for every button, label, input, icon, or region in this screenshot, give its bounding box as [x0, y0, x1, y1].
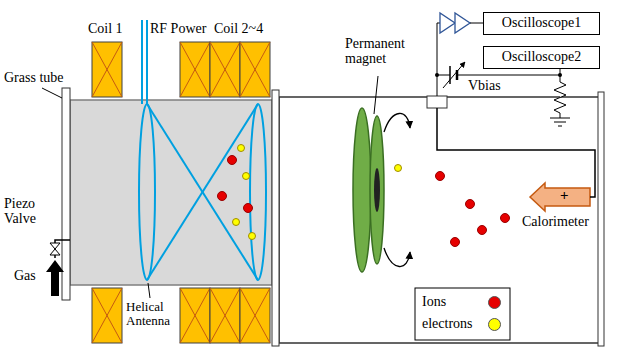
coil-cross: [180, 288, 210, 343]
coil: [210, 42, 240, 97]
coil-cross: [92, 42, 122, 97]
magnet-disc: [370, 116, 384, 264]
signal-wire: [470, 23, 483, 24]
part-label: Calorimeter: [522, 214, 589, 229]
part-label: Helical Antenna: [126, 300, 178, 329]
coil-label: Coil 2~4: [214, 21, 263, 36]
coil-cross: [240, 42, 270, 97]
part-label: Gas: [14, 268, 36, 283]
ion: [501, 214, 510, 223]
coil-cross: [180, 288, 210, 343]
ion: [244, 204, 253, 213]
ion: [228, 156, 237, 165]
coil: [92, 42, 122, 97]
gas-arrow: [46, 260, 64, 296]
antenna-strap: [147, 104, 258, 280]
coil-cross: [240, 288, 270, 343]
variable-arrow: [443, 62, 465, 88]
vacuum-chamber: [279, 97, 600, 343]
coil-cross: [210, 288, 240, 343]
rf-feed: [146, 20, 148, 104]
coil-cross: [210, 42, 240, 97]
battery-plate: [449, 66, 451, 84]
electron: [238, 145, 245, 152]
part-label: Piezo Valve: [4, 196, 48, 227]
coil-cross: [92, 288, 122, 343]
legend-frame: [415, 288, 510, 340]
coil-cross: [210, 288, 240, 343]
ion: [436, 172, 445, 181]
legend-text: electrons: [422, 316, 480, 332]
coil: [240, 42, 270, 97]
legend-entry: electrons: [422, 316, 501, 332]
electron: [243, 173, 250, 180]
coil-cross: [180, 42, 210, 97]
antenna-loop: [250, 104, 266, 280]
coil: [92, 288, 122, 343]
signal-name: Vbias: [468, 78, 501, 93]
ground-symbol: [550, 118, 570, 126]
probe-wire: [437, 108, 595, 197]
instrument-box: Oscilloscope2: [483, 46, 600, 69]
electron: [233, 219, 240, 226]
leader-line: [374, 76, 378, 114]
coil-label: Coil 1: [88, 21, 123, 36]
magnet-disc: [353, 108, 371, 272]
legend-text: Ions: [422, 294, 480, 310]
amplifier-symbol: [440, 13, 455, 33]
deflection-arrow: [384, 248, 410, 267]
instrument-name: Oscilloscope2: [502, 49, 581, 65]
legend-swatch: [488, 296, 501, 309]
leader-line: [42, 88, 62, 98]
junction-dot: [435, 73, 439, 77]
ion: [478, 226, 487, 235]
ion: [466, 200, 475, 209]
magnet-core: [374, 168, 380, 212]
coil-cross: [240, 42, 270, 97]
valve-symbol: [50, 243, 60, 249]
chamber-flange: [272, 90, 279, 346]
polarity-sign: +: [560, 187, 569, 204]
coil: [180, 288, 210, 343]
coil: [180, 42, 210, 97]
legend-entry: Ions: [422, 294, 501, 310]
electron: [249, 233, 256, 240]
calorimeter: [530, 183, 590, 211]
coil: [240, 288, 270, 343]
ion: [218, 192, 227, 201]
instrument-box: Oscilloscope1: [483, 12, 600, 35]
coil-cross: [92, 42, 122, 97]
feedthrough: [427, 96, 447, 108]
coil-cross: [180, 42, 210, 97]
leader-line: [148, 283, 150, 298]
glass-tube: [70, 100, 272, 285]
antenna-loop: [139, 104, 155, 280]
part-label: Grass tube: [4, 70, 64, 85]
antenna-strap: [147, 104, 258, 280]
coil: [210, 288, 240, 343]
legend-swatch: [488, 318, 501, 331]
coil-cross: [210, 42, 240, 97]
ion: [451, 238, 460, 247]
end-flange: [62, 88, 70, 300]
amplifier-symbol: [455, 13, 470, 33]
instrument-name: Oscilloscope1: [502, 15, 581, 31]
coil-cross: [240, 288, 270, 343]
coil-cross: [92, 288, 122, 343]
rf-label: RF Power: [150, 21, 206, 36]
valve-symbol: [50, 249, 60, 255]
resistor-symbol: [554, 75, 566, 118]
rf-feed: [141, 20, 143, 104]
chamber-wall: [598, 92, 604, 346]
deflection-arrow: [384, 113, 410, 132]
part-label: Permanent magnet: [345, 36, 417, 67]
electron: [395, 165, 402, 172]
